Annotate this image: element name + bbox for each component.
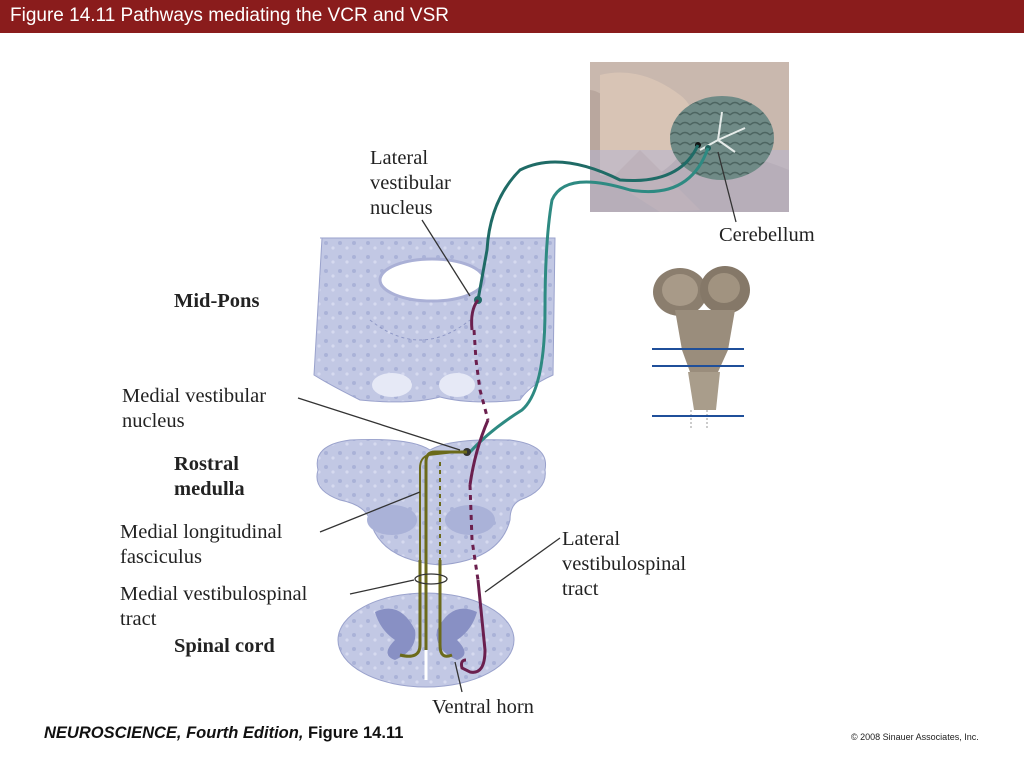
label-mid-pons: Mid-Pons: [174, 290, 259, 312]
slide-title: Figure 14.11 Pathways mediating the VCR …: [10, 5, 449, 26]
title-bar: Figure 14.11 Pathways mediating the VCR …: [0, 0, 1024, 33]
footer-citation: NEUROSCIENCE, Fourth Edition, Figure 14.…: [44, 724, 403, 743]
footer-figure-ref: Figure 14.11: [303, 724, 404, 742]
cerebellar-pathway-1: [476, 144, 700, 301]
footer-copyright: © 2008 Sinauer Associates, Inc.: [851, 732, 979, 742]
label-lateral-vestibulospinal-tract: Lateral vestibulospinal tract: [562, 528, 691, 600]
label-medial-vestibular-nucleus: Medial vestibular nucleus: [122, 385, 271, 432]
pathways: [399, 144, 710, 674]
label-ventral-horn: Ventral horn: [432, 696, 534, 718]
rostral-medulla-section: [316, 438, 547, 566]
leader-lines: [297, 151, 737, 693]
brainstem-dorsal-image: [652, 266, 750, 430]
label-medial-longitudinal-fasciculus: Medial longitudinal fasciculus: [120, 521, 287, 568]
label-spinal-cord: Spinal cord: [174, 635, 275, 657]
diagram-labels: Lateral vestibular nucleus Cerebellum Mi…: [120, 147, 815, 718]
label-cerebellum: Cerebellum: [719, 224, 815, 246]
label-lateral-vestibular-nucleus: Lateral vestibular nucleus: [370, 147, 456, 219]
lateral-vestibulospinal-tract: [470, 299, 480, 331]
label-medial-vestibulospinal-tract: Medial vestibulospinal tract: [120, 583, 312, 630]
cerebellum-image: [590, 62, 789, 212]
cerebellar-pathway-2: [468, 147, 710, 454]
mid-pons-section: [313, 237, 556, 403]
label-rostral-medulla: Rostral medulla: [174, 453, 245, 500]
footer-book-title: NEUROSCIENCE, Fourth Edition,: [44, 724, 304, 742]
